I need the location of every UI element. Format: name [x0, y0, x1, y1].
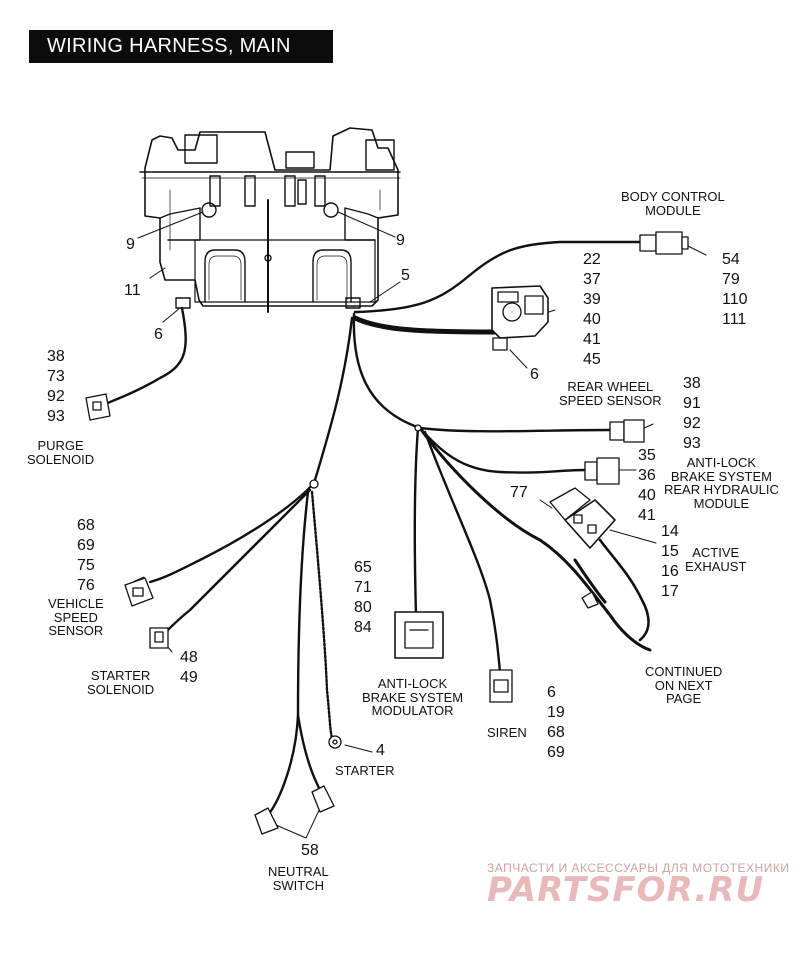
neutral-switch-label: NEUTRAL SWITCH — [268, 864, 329, 893]
body-control-module-label: BODY CONTROL MODULE — [621, 189, 725, 218]
vehicle-speed-sensor-parts: 68 69 75 76 — [77, 517, 95, 594]
callout-6-mid: 6 — [530, 366, 539, 383]
title-banner: WIRING HARNESS, MAIN — [29, 30, 333, 63]
rear-wheel-speed-sensor-label: REAR WHEEL SPEED SENSOR — [559, 379, 662, 408]
page-title: WIRING HARNESS, MAIN — [47, 35, 291, 57]
callout-4: 4 — [376, 742, 385, 759]
electrical-caddy-drawing — [139, 127, 401, 313]
starter-solenoid-parts: 48 49 — [180, 649, 198, 686]
abs-modulator-label: ANTI-LOCK BRAKE SYSTEM MODULATOR — [362, 676, 464, 718]
leader-lines — [132, 211, 707, 839]
rear-wheel-speed-sensor-parts: 38 91 92 93 — [683, 375, 701, 452]
connectors — [85, 231, 689, 835]
callout-11: 11 — [124, 282, 141, 299]
callout-6-left: 6 — [154, 326, 163, 343]
active-exhaust-label: ACTIVE EXHAUST — [685, 545, 747, 574]
abs-modulator-parts: 65 71 80 84 — [354, 559, 372, 636]
purge-solenoid-parts: 38 73 92 93 — [47, 348, 65, 425]
continued-note: CONTINUED ON NEXT PAGE — [645, 664, 723, 706]
purge-solenoid-label: PURGE SOLENOID — [27, 438, 95, 467]
harness-wires — [103, 240, 652, 817]
active-exhaust-parts: 14 15 16 17 — [661, 523, 679, 600]
abs-rear-hydraulic-label: ANTI-LOCK BRAKE SYSTEM REAR HYDRAULIC MO… — [664, 455, 779, 511]
siren-parts: 6 19 68 69 — [547, 684, 565, 761]
body-control-module-parts: 54 79 110 111 — [722, 251, 748, 328]
center-module-parts: 22 37 39 40 41 45 — [583, 251, 601, 368]
callout-58: 58 — [301, 842, 319, 859]
watermark-logo: PARTSFOR.RU — [487, 870, 765, 910]
watermark-tagline: ЗАПЧАСТИ И АКСЕССУАРЫ ДЛЯ МОТОТЕХНИКИ — [487, 861, 790, 875]
abs-rear-hydraulic-parts: 35 36 40 41 — [638, 447, 656, 524]
starter-solenoid-label: STARTER SOLENOID — [87, 668, 155, 697]
vehicle-speed-sensor-label: VEHICLE SPEED SENSOR — [48, 596, 104, 638]
callout-77: 77 — [510, 484, 528, 501]
starter-label: STARTER — [335, 763, 395, 778]
callout-9-left: 9 — [126, 236, 135, 253]
siren-label: SIREN — [487, 725, 527, 740]
callout-9-right: 9 — [396, 232, 405, 249]
callout-5: 5 — [401, 267, 410, 284]
